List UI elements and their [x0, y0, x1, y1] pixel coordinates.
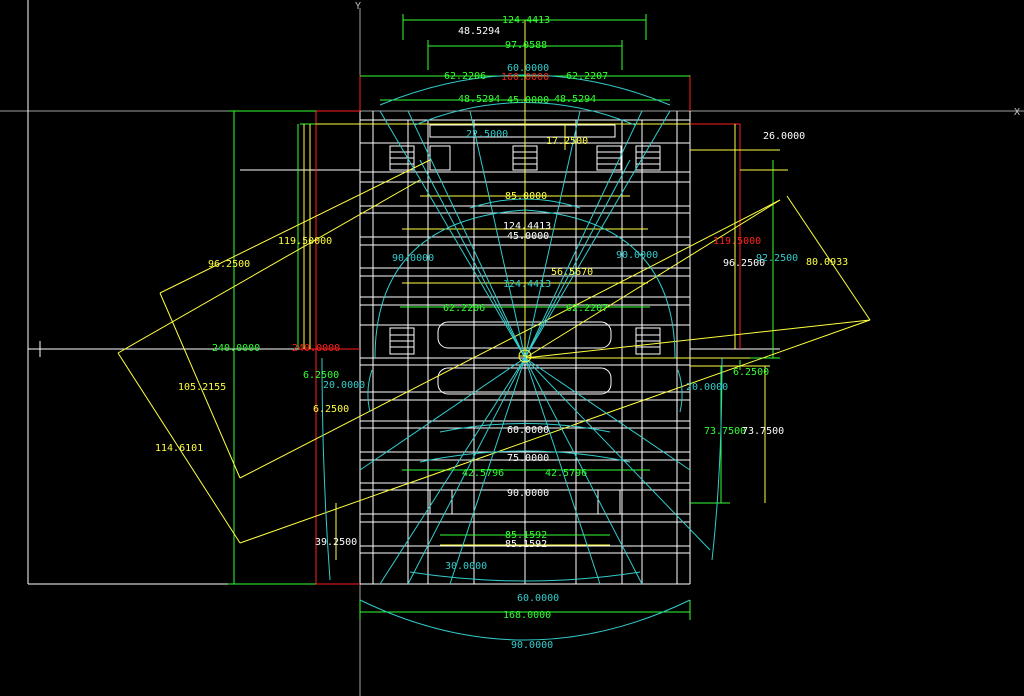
- dim-label[interactable]: 48.5294: [554, 94, 596, 105]
- dim-label[interactable]: 96.2500: [208, 259, 250, 270]
- dim-label[interactable]: 42.5796: [462, 468, 504, 479]
- yellow-construction-lines: [117, 20, 871, 560]
- dim-label[interactable]: 75.0000: [507, 453, 549, 464]
- dim-label[interactable]: 114.6101: [155, 443, 203, 454]
- dim-label[interactable]: 240.0000: [292, 343, 340, 354]
- dim-label[interactable]: 119.5000: [713, 236, 761, 247]
- dim-label[interactable]: 62.2207: [566, 71, 608, 82]
- dim-label[interactable]: 124.4413: [502, 15, 550, 26]
- dim-label[interactable]: 85.1592: [505, 539, 547, 550]
- dim-label[interactable]: 240.0000: [212, 343, 260, 354]
- dim-label[interactable]: 168.0000: [503, 610, 551, 621]
- origin-marker: [518, 349, 532, 363]
- dim-label[interactable]: 80.0933: [806, 257, 848, 268]
- dim-label[interactable]: 56.5670: [551, 267, 593, 278]
- dim-label[interactable]: 62.2206: [443, 303, 485, 314]
- crosshair-cursor-icon: [32, 341, 48, 357]
- dim-label[interactable]: 73.7500: [742, 426, 784, 437]
- dim-label[interactable]: 124.4413: [503, 279, 551, 290]
- dim-label[interactable]: 85.1592: [505, 530, 547, 541]
- dim-label[interactable]: 45.0000: [507, 95, 549, 106]
- cyan-angle-lines: [321, 74, 723, 641]
- dim-label[interactable]: 20.0000: [323, 380, 365, 391]
- dim-label[interactable]: 105.2155: [178, 382, 226, 393]
- dim-label[interactable]: 60.0000: [507, 63, 549, 74]
- dim-label[interactable]: 26.0000: [763, 131, 805, 142]
- red-outline: [300, 75, 741, 585]
- dim-label[interactable]: 90.0000: [511, 640, 553, 651]
- dim-label[interactable]: 48.5294: [458, 26, 500, 37]
- dim-label[interactable]: 30.0000: [445, 561, 487, 572]
- dim-label[interactable]: 92.2500: [756, 253, 798, 264]
- y-axis-label: Y: [355, 1, 361, 12]
- dim-label[interactable]: 6.2500: [313, 404, 349, 415]
- dim-label[interactable]: 90.0000: [392, 253, 434, 264]
- dim-label[interactable]: 62.2206: [444, 71, 486, 82]
- dim-label[interactable]: 17.2500: [546, 136, 588, 147]
- dim-label[interactable]: 45.0000: [507, 231, 549, 242]
- dim-label[interactable]: 97.0588: [505, 40, 547, 51]
- dim-label[interactable]: 22.5000: [466, 129, 508, 140]
- dim-label[interactable]: 90.0000: [507, 488, 549, 499]
- green-dimension-lines: [228, 14, 780, 620]
- world-axes: [0, 8, 1024, 696]
- dim-label[interactable]: 90.0000: [616, 250, 658, 261]
- dim-label[interactable]: 124.4413: [503, 221, 551, 232]
- dim-label[interactable]: 48.5294: [458, 94, 500, 105]
- dim-label[interactable]: 85.0000: [505, 191, 547, 202]
- dim-label[interactable]: 160.0000: [501, 72, 549, 83]
- dim-label[interactable]: 96.2500: [723, 258, 765, 269]
- dim-label[interactable]: 6.2500: [733, 367, 769, 378]
- dim-label[interactable]: 60.0000: [507, 425, 549, 436]
- dim-label[interactable]: 62.2207: [566, 303, 608, 314]
- dim-label[interactable]: 20.0000: [686, 382, 728, 393]
- dim-label[interactable]: 60.0000: [517, 593, 559, 604]
- dim-label[interactable]: 39.2500: [315, 537, 357, 548]
- dim-label[interactable]: 73.7500: [704, 426, 746, 437]
- dim-label[interactable]: 6.2500: [303, 370, 339, 381]
- x-axis-label: X: [1014, 107, 1020, 118]
- boundary-lines: [27, 0, 780, 585]
- dimension-labels: 124.4413 48.5294 97.0588 60.0000 62.2206…: [155, 15, 848, 651]
- dim-label[interactable]: 119.50000: [278, 236, 332, 247]
- dim-label[interactable]: 42.5796: [545, 468, 587, 479]
